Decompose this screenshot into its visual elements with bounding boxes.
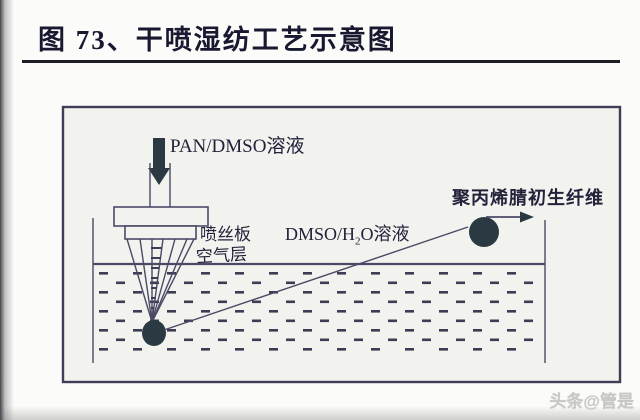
photo-bottom-edge — [0, 406, 640, 420]
bath-guide-roller — [142, 320, 166, 346]
label-feed-solution: PAN/DMSO溶液 — [170, 136, 305, 157]
figure-title: 图 73、干喷湿纺工艺示意图 — [38, 25, 397, 55]
label-bath-pre: DMSO/H — [285, 224, 356, 244]
takeup-godet-roller — [469, 217, 499, 247]
label-spinneret-plate: 喷丝板 — [200, 225, 251, 244]
label-bath-post: O溶液 — [360, 224, 410, 244]
label-air-gap: 空气层 — [195, 244, 248, 267]
spinneret-plate — [124, 225, 197, 240]
photo-left-edge-shadow — [0, 0, 14, 420]
bundle-ladder-marks — [151, 247, 162, 309]
fiber-path-line — [163, 226, 469, 331]
label-bath-solution: DMSO/H2O溶液 — [285, 225, 410, 248]
right-arrow-icon — [486, 211, 534, 223]
label-nascent-fiber: 聚丙烯腈初生纤维 — [452, 188, 604, 208]
label-bath-subscript: 2 — [355, 235, 361, 248]
spinneret-head — [113, 206, 209, 227]
title-underline — [22, 60, 620, 63]
fiber-bundle — [126, 238, 195, 323]
feed-pipe — [149, 163, 171, 207]
down-arrow-icon — [148, 138, 170, 185]
coagulation-bath — [92, 218, 546, 363]
